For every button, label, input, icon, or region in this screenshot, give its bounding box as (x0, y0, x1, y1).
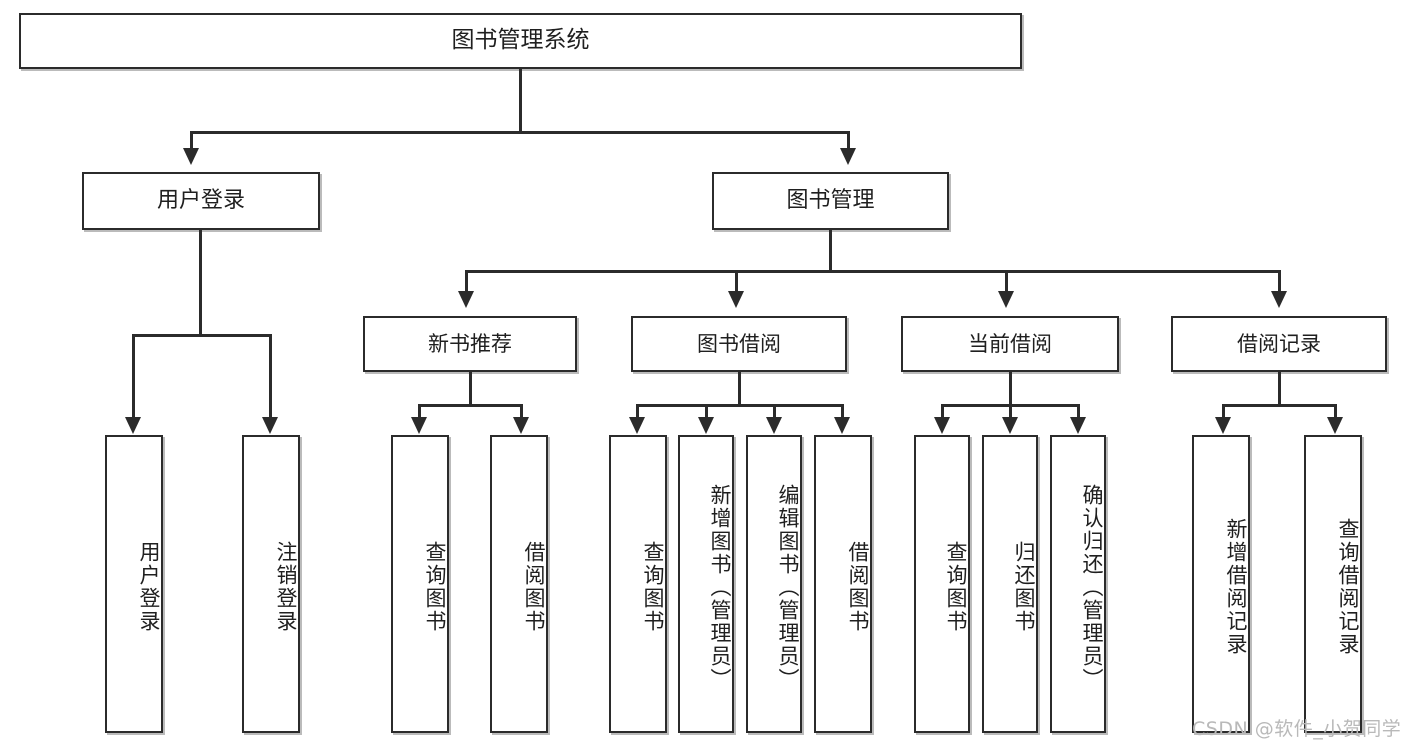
arrow-to-book-manage (840, 148, 856, 165)
leaf-edit-book-label: 编辑图书（管理员） (776, 483, 800, 691)
connector-new-book-recommend-stem (469, 372, 472, 406)
leaf-add-book[interactable]: 新增图书（管理员） (678, 435, 734, 733)
connector-bb-drop-3 (773, 404, 776, 418)
leaf-user-login[interactable]: 用户登录 (105, 435, 163, 733)
node-borrow-record[interactable]: 借阅记录 (1171, 316, 1387, 372)
connector-root-bus (191, 131, 849, 134)
connector-br-drop-2 (1334, 404, 1337, 418)
connector-user-login-bus (133, 334, 271, 337)
node-new-book-recommend-label: 新书推荐 (428, 331, 512, 356)
leaf-borrow-book-2-label: 借阅图书 (846, 541, 870, 633)
connector-book-manage-drop-3 (1005, 270, 1008, 292)
leaf-edit-book[interactable]: 编辑图书（管理员） (746, 435, 802, 733)
connector-bb-drop-4 (841, 404, 844, 418)
leaf-borrow-book-1-label: 借阅图书 (522, 541, 546, 633)
leaf-query-book-3-label: 查询图书 (944, 541, 968, 633)
leaf-return-book[interactable]: 归还图书 (982, 435, 1038, 733)
leaf-add-record[interactable]: 新增借阅记录 (1192, 435, 1250, 733)
leaf-query-book-2-label: 查询图书 (641, 541, 665, 633)
leaf-borrow-book-1[interactable]: 借阅图书 (490, 435, 548, 733)
arrow-to-borrow-record (1271, 291, 1287, 308)
connector-cb-drop-1 (941, 404, 944, 418)
arrow-to-current-borrow (998, 291, 1014, 308)
node-user-login[interactable]: 用户登录 (82, 172, 320, 230)
arrow-to-leaf-add-record (1215, 417, 1231, 434)
connector-new-book-recommend-bus (419, 404, 522, 407)
node-current-borrow-label: 当前借阅 (968, 331, 1052, 356)
node-new-book-recommend[interactable]: 新书推荐 (363, 316, 577, 372)
connector-borrow-record-stem (1278, 372, 1281, 406)
arrow-to-leaf-user-logout (262, 417, 278, 434)
node-current-borrow[interactable]: 当前借阅 (901, 316, 1119, 372)
leaf-borrow-book-2[interactable]: 借阅图书 (814, 435, 872, 733)
arrow-to-leaf-query-book-2 (629, 417, 645, 434)
arrow-to-leaf-edit-book (766, 417, 782, 434)
connector-cb-drop-3 (1077, 404, 1080, 418)
node-book-manage[interactable]: 图书管理 (712, 172, 949, 230)
connector-book-manage-drop-2 (735, 270, 738, 292)
connector-book-manage-bus (466, 270, 1281, 273)
connector-bb-drop-1 (636, 404, 639, 418)
arrow-to-book-borrow (728, 291, 744, 308)
leaf-query-record-label: 查询借阅记录 (1336, 518, 1360, 656)
connector-user-login-drop-1 (132, 334, 135, 418)
arrow-to-leaf-borrow-book-2 (834, 417, 850, 434)
leaf-add-book-label: 新增图书（管理员） (708, 483, 732, 691)
leaf-user-logout[interactable]: 注销登录 (242, 435, 300, 733)
leaf-add-record-label: 新增借阅记录 (1224, 518, 1248, 656)
leaf-query-book-1[interactable]: 查询图书 (391, 435, 449, 733)
leaf-query-book-1-label: 查询图书 (423, 541, 447, 633)
leaf-query-book-3[interactable]: 查询图书 (914, 435, 970, 733)
connector-user-login-stem (199, 230, 202, 336)
leaf-query-book-2[interactable]: 查询图书 (609, 435, 667, 733)
connector-nbr-drop-2 (520, 404, 523, 418)
arrow-to-leaf-confirm-return (1070, 417, 1086, 434)
leaf-confirm-return[interactable]: 确认归还（管理员） (1050, 435, 1106, 733)
leaf-user-logout-label: 注销登录 (274, 541, 298, 633)
node-root[interactable]: 图书管理系统 (19, 13, 1022, 69)
leaf-user-login-label: 用户登录 (137, 541, 161, 633)
arrow-to-leaf-query-book-3 (934, 417, 950, 434)
connector-book-manage-stem (829, 230, 832, 272)
connector-user-login-drop-2 (269, 334, 272, 418)
node-user-login-label: 用户登录 (156, 188, 245, 214)
node-book-borrow[interactable]: 图书借阅 (631, 316, 847, 372)
arrow-to-leaf-return-book (1002, 417, 1018, 434)
connector-root-drop-user-login (190, 131, 193, 149)
connector-bb-drop-2 (705, 404, 708, 418)
arrow-to-leaf-query-record (1327, 417, 1343, 434)
connector-book-manage-drop-1 (465, 270, 468, 292)
connector-book-manage-drop-4 (1278, 270, 1281, 292)
connector-root-drop-book-manage (847, 131, 850, 149)
connector-br-drop-1 (1222, 404, 1225, 418)
arrow-to-new-book-recommend (458, 291, 474, 308)
connector-borrow-record-bus (1223, 404, 1336, 407)
node-root-label: 图书管理系统 (451, 27, 590, 54)
arrow-to-leaf-borrow-book-1 (513, 417, 529, 434)
leaf-query-record[interactable]: 查询借阅记录 (1304, 435, 1362, 733)
arrow-to-leaf-user-login (125, 417, 141, 434)
connector-book-borrow-bus (637, 404, 843, 407)
connector-nbr-drop-1 (418, 404, 421, 418)
node-book-borrow-label: 图书借阅 (697, 331, 781, 356)
arrow-to-user-login (183, 148, 199, 165)
connector-root-stem (519, 69, 522, 133)
leaf-confirm-return-label: 确认归还（管理员） (1080, 483, 1104, 691)
connector-cb-drop-2 (1009, 404, 1012, 418)
leaf-return-book-label: 归还图书 (1012, 541, 1036, 633)
node-book-manage-label: 图书管理 (786, 188, 875, 214)
arrow-to-leaf-add-book (698, 417, 714, 434)
connector-current-borrow-stem (1009, 372, 1012, 406)
arrow-to-leaf-query-book-1 (411, 417, 427, 434)
node-borrow-record-label: 借阅记录 (1237, 331, 1321, 356)
connector-book-borrow-stem (738, 372, 741, 406)
